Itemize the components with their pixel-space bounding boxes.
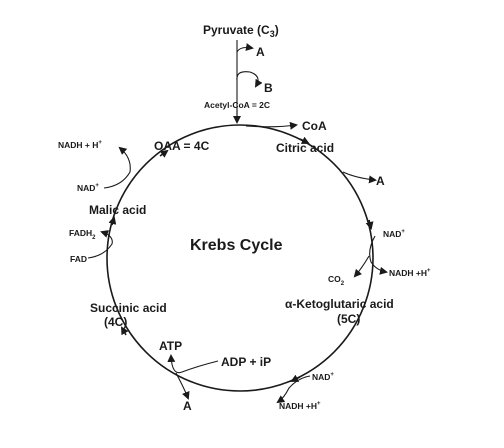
nad-bottom-label: NAD+ <box>312 372 334 382</box>
succinic-carbon-label: (4C) <box>104 315 127 329</box>
co2-label: CO2 <box>328 274 345 287</box>
ring-arrow-top <box>299 136 310 144</box>
acetyl-coa-label: Acetyl-CoA = 2C <box>204 100 270 110</box>
arrow-nad-to-nadh-left <box>103 146 131 189</box>
ketoglutaric-carbon-label: (5C) <box>337 312 360 326</box>
a-right-label: A <box>376 174 385 188</box>
ring-arrow-bottom <box>290 374 301 382</box>
oaa-label: OAA = 4C <box>154 139 210 153</box>
arrow-to-b <box>236 71 263 88</box>
cycle-title: Krebs Cycle <box>190 237 283 254</box>
a-top-label: A <box>256 45 265 59</box>
nadh-right-label: NADH +H+ <box>389 268 431 278</box>
nad-right-label: NAD+ <box>383 229 405 239</box>
cycle-ring <box>106 124 374 392</box>
fadh2-label: FADH2 <box>69 228 96 241</box>
arrow-adp-to-atp <box>167 354 219 374</box>
atp-label: ATP <box>159 339 182 353</box>
a-bottom-label: A <box>183 399 192 413</box>
citric-acid-label: Citric acid <box>276 141 334 155</box>
fad-label: FAD <box>70 254 87 264</box>
ring-arrow-right <box>365 219 374 230</box>
ring-arrow-left <box>121 326 129 336</box>
coa-label: CoA <box>302 119 327 133</box>
adp-label: ADP + iP <box>221 355 271 369</box>
arrow-to-a-bottom <box>175 372 190 400</box>
nadh-left-label: NADH + H+ <box>58 140 102 150</box>
ring-arrow-left-top <box>108 216 117 226</box>
ring-arrow-upper-left <box>159 149 169 158</box>
arrow-to-co2 <box>353 255 370 278</box>
pyruvate-label: Pyruvate (C3) <box>203 23 279 39</box>
b-label: B <box>264 81 273 95</box>
arrow-to-a-right <box>342 171 377 184</box>
arrow-to-coa <box>245 121 298 130</box>
succinic-acid-label: Succinic acid <box>90 301 167 315</box>
arrow-nad-to-nadh-right <box>369 235 388 275</box>
malic-acid-label: Malic acid <box>89 203 146 217</box>
arrow-fad-to-fadh2 <box>87 230 113 259</box>
arrow-nad-to-nadh-bottom <box>276 375 311 404</box>
nadh-bottom-label: NADH +H+ <box>279 401 321 411</box>
nad-left-label: NAD+ <box>77 183 99 193</box>
ketoglutaric-acid-label: α-Ketoglutaric acid <box>285 297 394 311</box>
arrow-to-a <box>236 43 254 53</box>
